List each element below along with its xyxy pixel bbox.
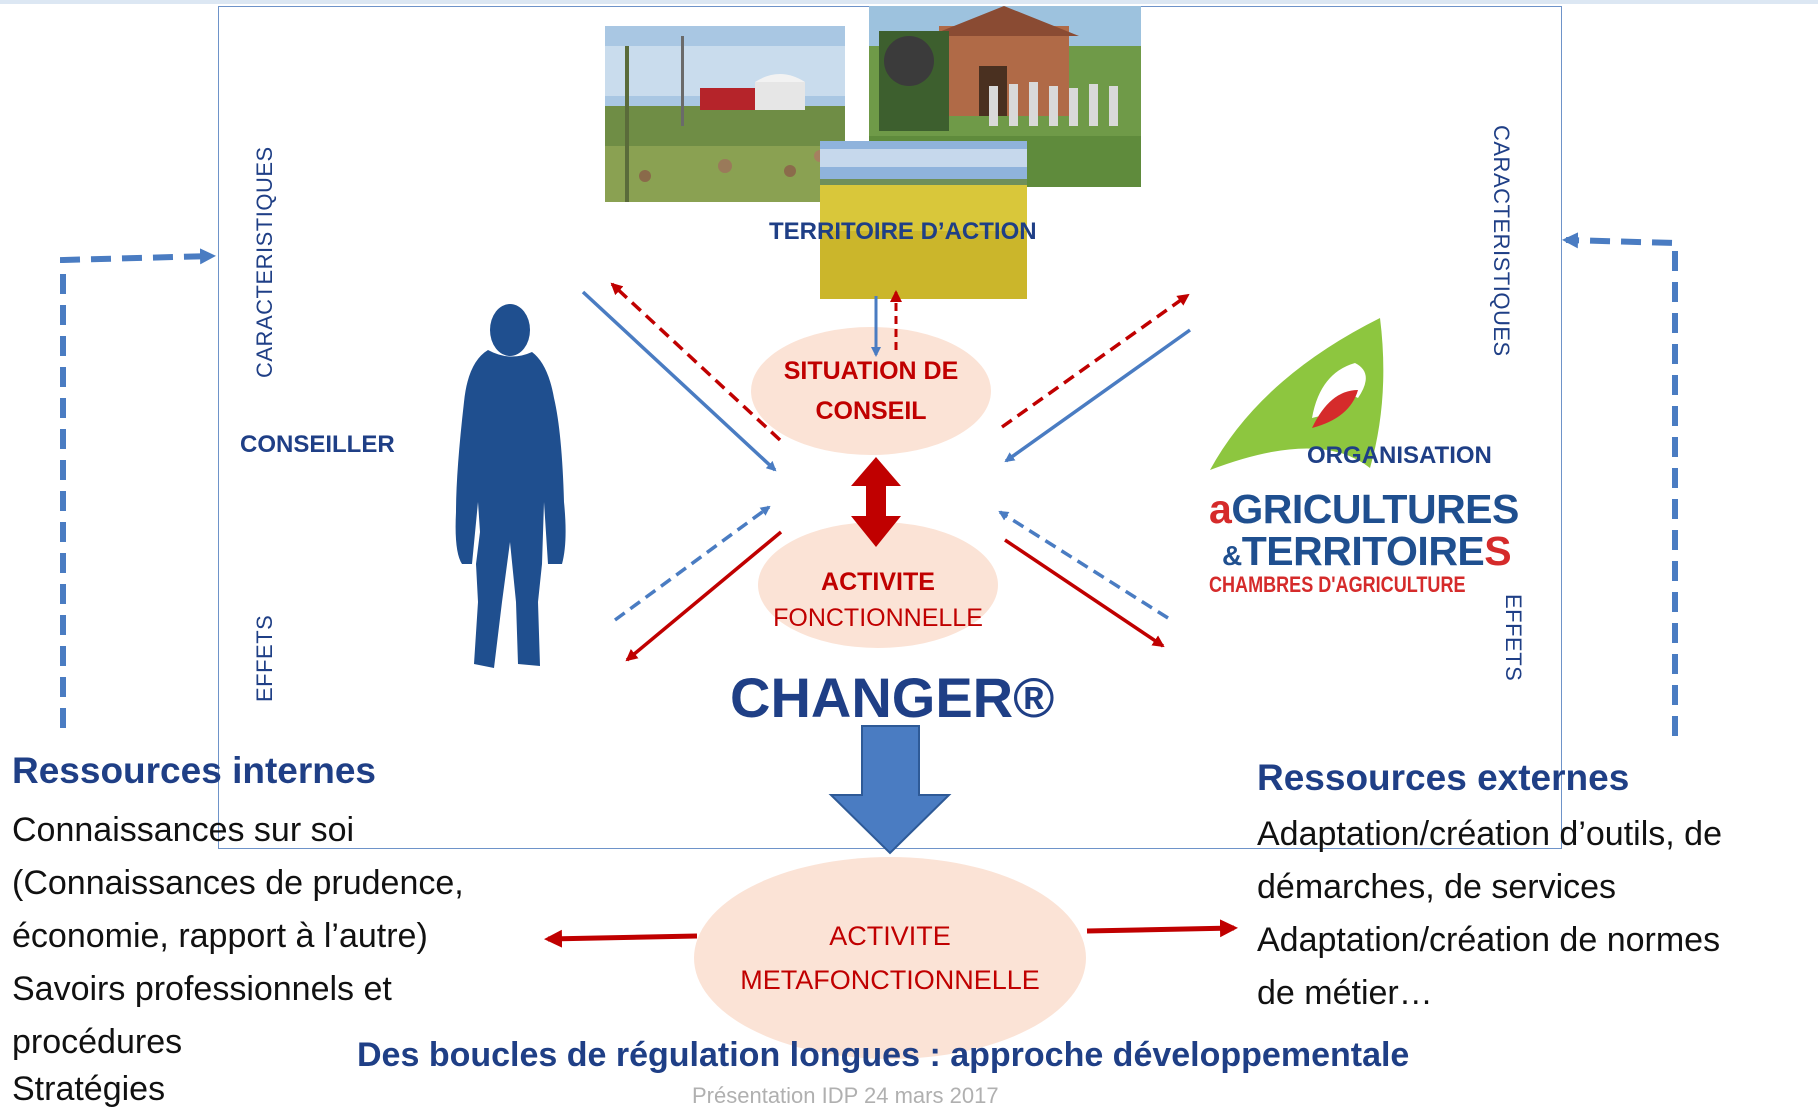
logo-text-line1: aGRICULTURES​: [1209, 486, 1519, 533]
arrow-activite-to-organisation: [1000, 293, 1190, 429]
right-effets-label: EFFETS: [1501, 594, 1526, 682]
chambres-agriculture-logo: [1200, 318, 1430, 488]
logo-gricultures: GRICULTURES: [1231, 486, 1519, 532]
arrow-meta-to-internal: [544, 929, 698, 948]
activite-metafonctionnelle-node: ACTIVITE METAFONCTIONNELLE: [694, 857, 1086, 1059]
arrow-fonctionnelle-to-organisation: [1004, 538, 1165, 648]
logo-text-line2: &TERRITOIRES: [1222, 528, 1512, 575]
logo-s-letter: S: [1484, 528, 1512, 574]
arrow-meta-to-external: [1086, 919, 1238, 938]
external-line: démarches, de services: [1257, 868, 1617, 906]
situation-conseil-node: SITUATION DE CONSEIL: [751, 327, 991, 455]
activite-line1: ACTIVITE: [821, 568, 935, 596]
arrow-fonctionnelle-to-conseiller: [625, 530, 783, 662]
internal-line: Connaissances sur soi: [12, 811, 355, 849]
external-line: Adaptation/création d’outils, de: [1257, 815, 1722, 853]
internal-line: procédures: [12, 1023, 183, 1061]
situation-line1: SITUATION DE: [783, 357, 959, 385]
logo-territoire: TERRITOIRE: [1241, 528, 1485, 574]
internal-line: Stratégies: [12, 1070, 166, 1108]
external-resources-title: Ressources externes: [1257, 757, 1630, 798]
right-caracteristiques-label: CARACTERISTIQUES: [1489, 125, 1514, 357]
arrow-organisation-to-activite: [1004, 328, 1192, 463]
arrow-activite-to-conseiller: [610, 282, 782, 442]
situation-line2: CONSEIL: [815, 397, 927, 425]
logo-a-letter: a: [1209, 486, 1232, 532]
farm-photo: [605, 26, 845, 202]
logo-ampersand: &: [1222, 540, 1242, 571]
meta-line1: ACTIVITE: [829, 921, 951, 951]
right-feedback-loop: [1562, 232, 1678, 736]
changer-title: CHANGER®: [730, 666, 1055, 729]
arrow-organisation-to-fonctionnelle: [998, 510, 1169, 620]
organisation-label: ORGANISATION: [1307, 442, 1492, 469]
footer-caption: Présentation IDP 24 mars 2017: [692, 1083, 999, 1108]
external-line: de métier…: [1257, 974, 1433, 1012]
rapeseed-field-photo: [820, 141, 1027, 299]
meta-line2: METAFONCTIONNELLE: [740, 965, 1040, 995]
external-line: Adaptation/création de normes: [1257, 921, 1721, 959]
external-resources-list: Adaptation/création d’outils, de démarch…: [1257, 808, 1722, 1020]
conseiller-label: CONSEILLER: [240, 431, 395, 458]
left-feedback-loop: [60, 248, 216, 728]
activite-line2: FONCTIONNELLE: [773, 604, 983, 632]
arrow-conseiller-to-fonctionnelle: [613, 505, 771, 622]
footer-headline: Des boucles de régulation longues : appr…: [357, 1036, 1410, 1074]
internal-line: Savoirs professionnels et: [12, 970, 392, 1008]
double-arrow-situation-activite: [851, 457, 901, 547]
logo-text-line3: CHAMBRES D'AGRICULTURE: [1209, 572, 1466, 597]
internal-resources-title: Ressources internes: [12, 750, 377, 791]
top-border-strip: [0, 0, 1818, 4]
territoire-label: TERRITOIRE D’ACTION: [769, 218, 1037, 245]
group-visit-photo: [869, 6, 1141, 187]
arrow-conseiller-to-activite: [581, 290, 777, 472]
person-silhouette-icon: [450, 302, 590, 672]
changer-down-arrow: [828, 725, 952, 855]
internal-line: économie, rapport à l’autre): [12, 917, 428, 955]
internal-line: (Connaissances de prudence,: [12, 864, 464, 902]
